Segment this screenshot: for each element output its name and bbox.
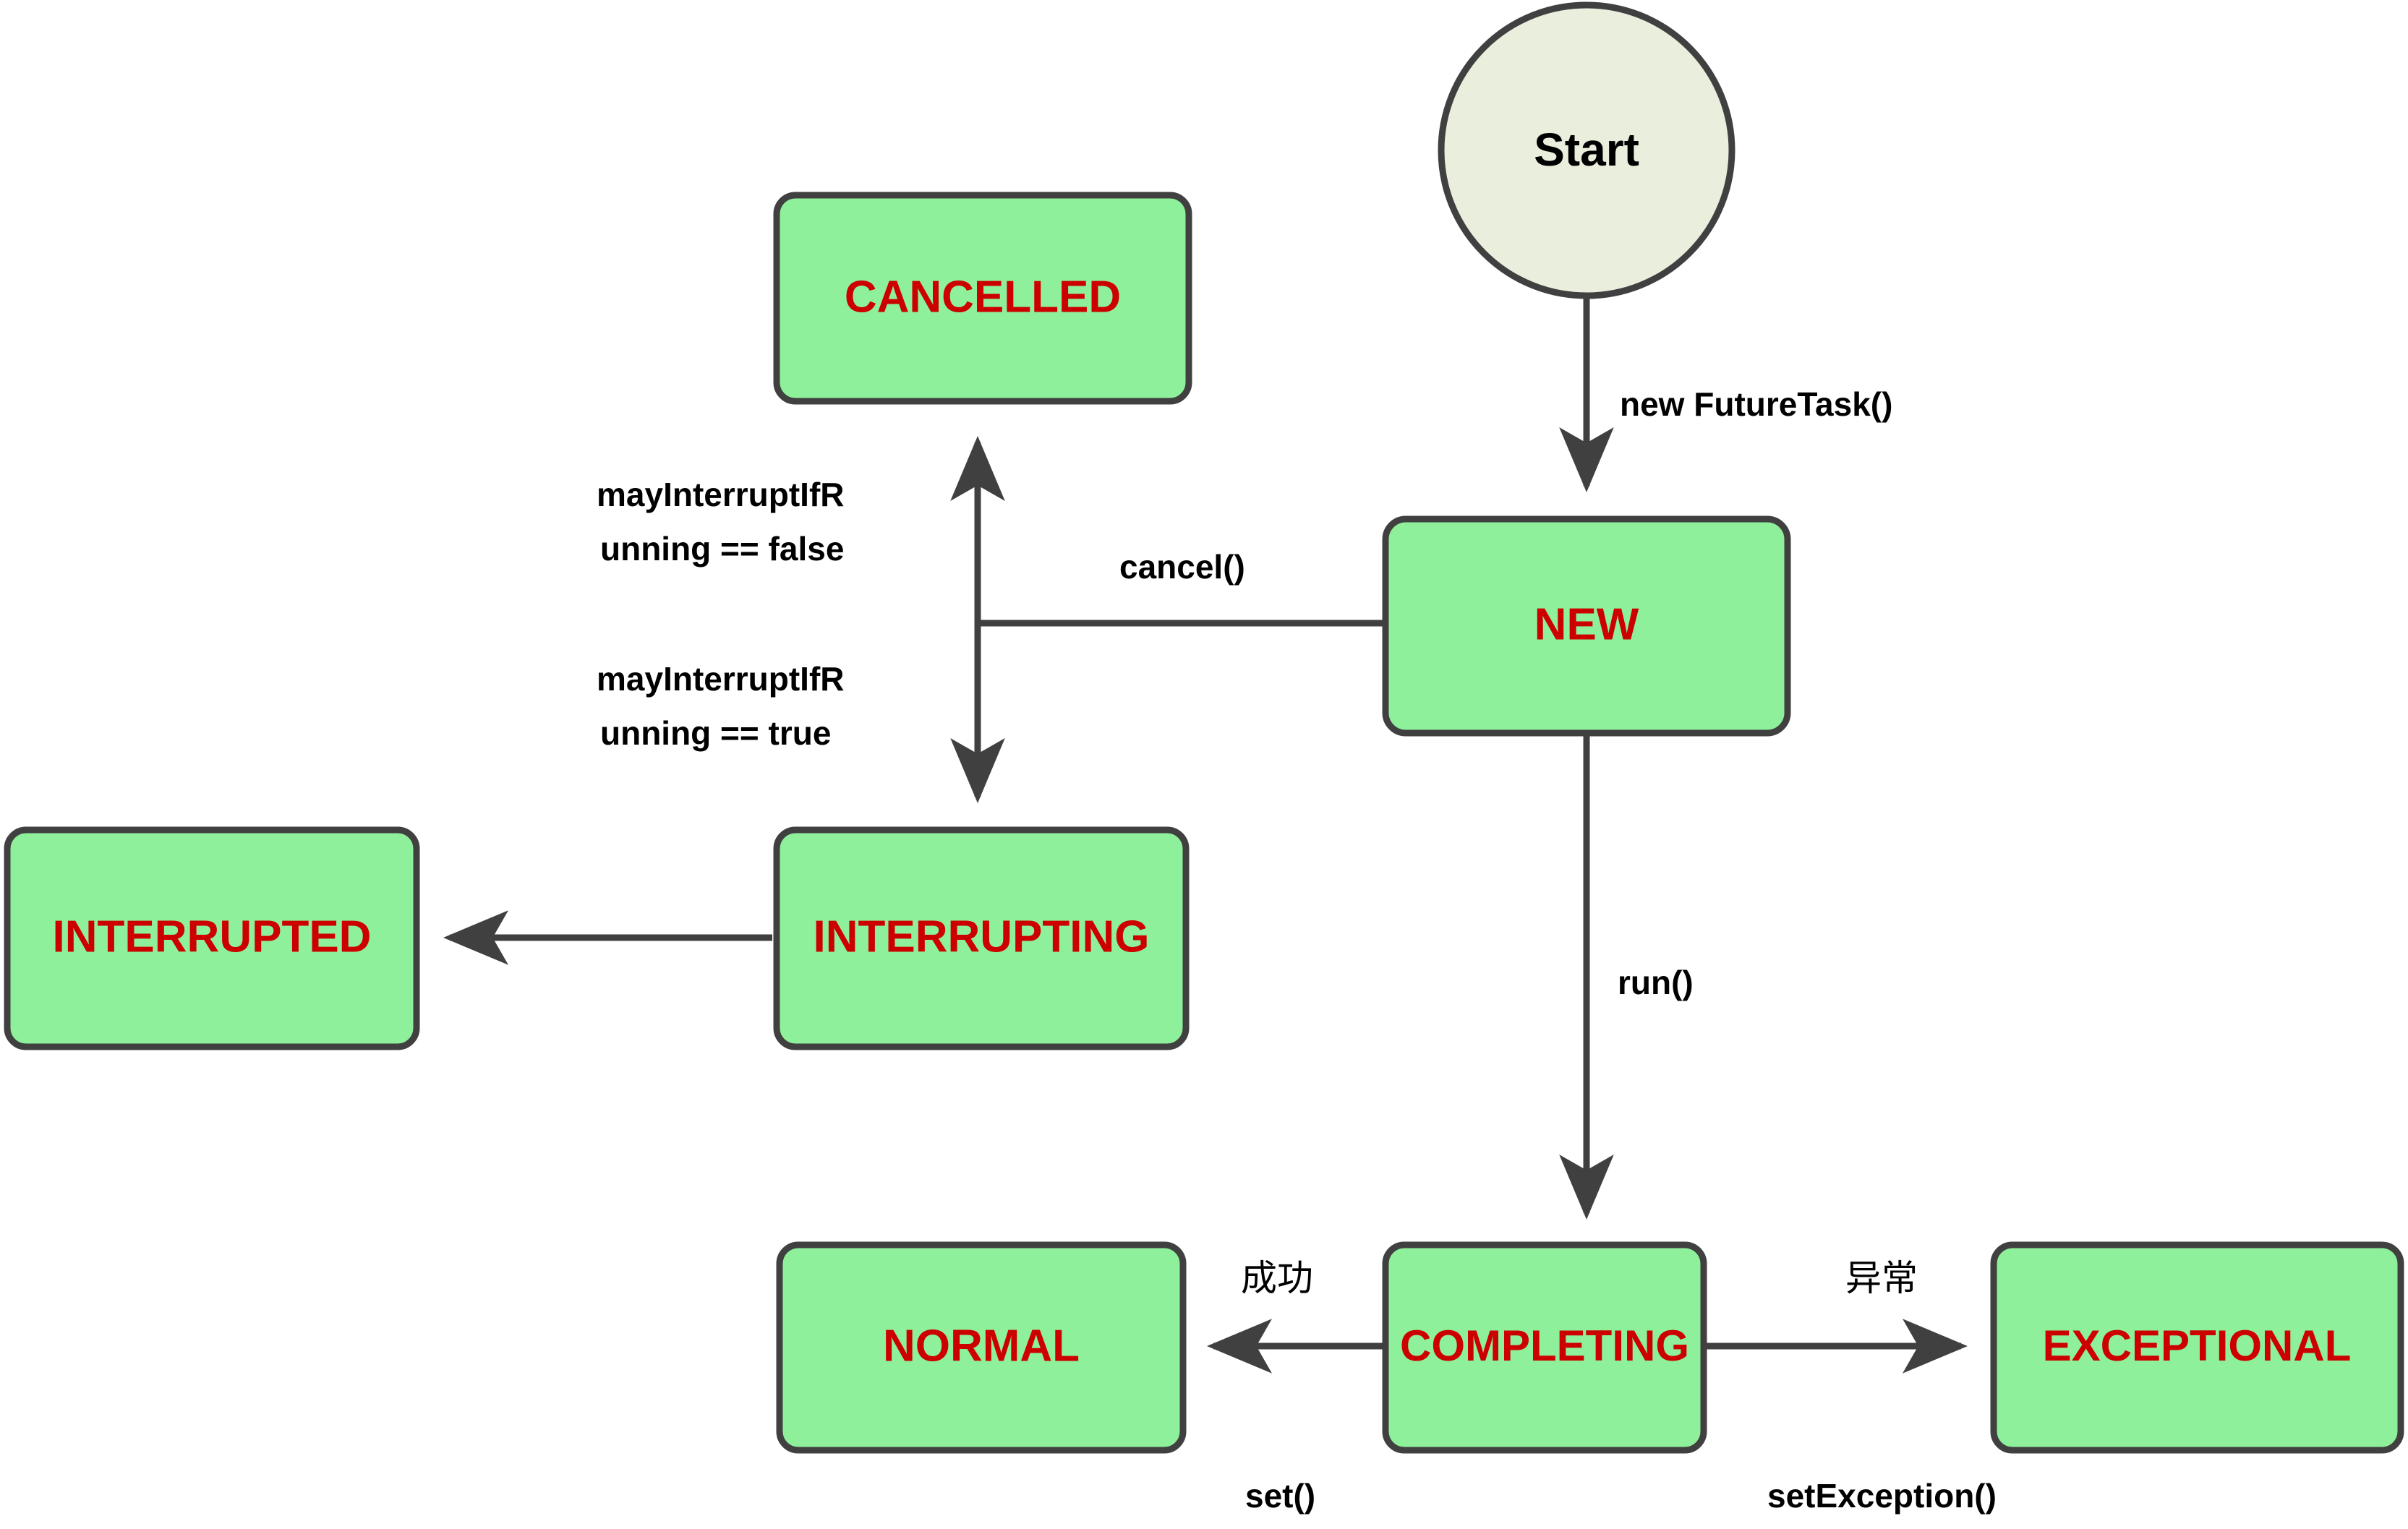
node-interrupted[interactable]: INTERRUPTED [4, 826, 420, 1050]
edge-label-set-exception: setException() [1767, 1477, 1997, 1515]
node-cancelled-label: CANCELLED [845, 272, 1121, 322]
edge-label-success-cjk: 成功 [1241, 1257, 1313, 1299]
node-interrupted-label: INTERRUPTED [53, 912, 372, 961]
node-completing-label: COMPLETING [1400, 1322, 1689, 1370]
node-exceptional[interactable]: EXCEPTIONAL [1990, 1241, 2404, 1454]
node-start[interactable]: Start [1438, 1, 1735, 299]
node-cancelled[interactable]: CANCELLED [773, 192, 1192, 405]
edge-label-may-interrupt-false-line1: mayInterruptIfR [597, 476, 844, 513]
edge-label-new-futuretask: new FutureTask() [1620, 385, 1892, 423]
node-new-label: NEW [1534, 599, 1639, 649]
node-normal[interactable]: NORMAL [776, 1241, 1187, 1454]
edge-label-may-interrupt-false-line2: unning == false [600, 530, 844, 568]
node-new[interactable]: NEW [1382, 515, 1791, 737]
edge-label-exception-cjk: 异常 [1845, 1257, 1918, 1299]
node-interrupting-label: INTERRUPTING [814, 912, 1150, 961]
node-start-label: Start [1534, 124, 1639, 176]
edge-label-cancel: cancel() [1119, 548, 1245, 586]
edge-label-may-interrupt-true-line2: unning == true [600, 714, 831, 752]
edge-label-run: run() [1618, 964, 1694, 1001]
node-normal-label: NORMAL [883, 1321, 1080, 1371]
node-completing[interactable]: COMPLETING [1382, 1241, 1707, 1454]
edge-label-may-interrupt-true-line1: mayInterruptIfR [597, 660, 844, 698]
node-exceptional-label: EXCEPTIONAL [2043, 1322, 2352, 1370]
node-interrupting[interactable]: INTERRUPTING [773, 826, 1190, 1050]
edge-label-set: set() [1245, 1477, 1315, 1515]
